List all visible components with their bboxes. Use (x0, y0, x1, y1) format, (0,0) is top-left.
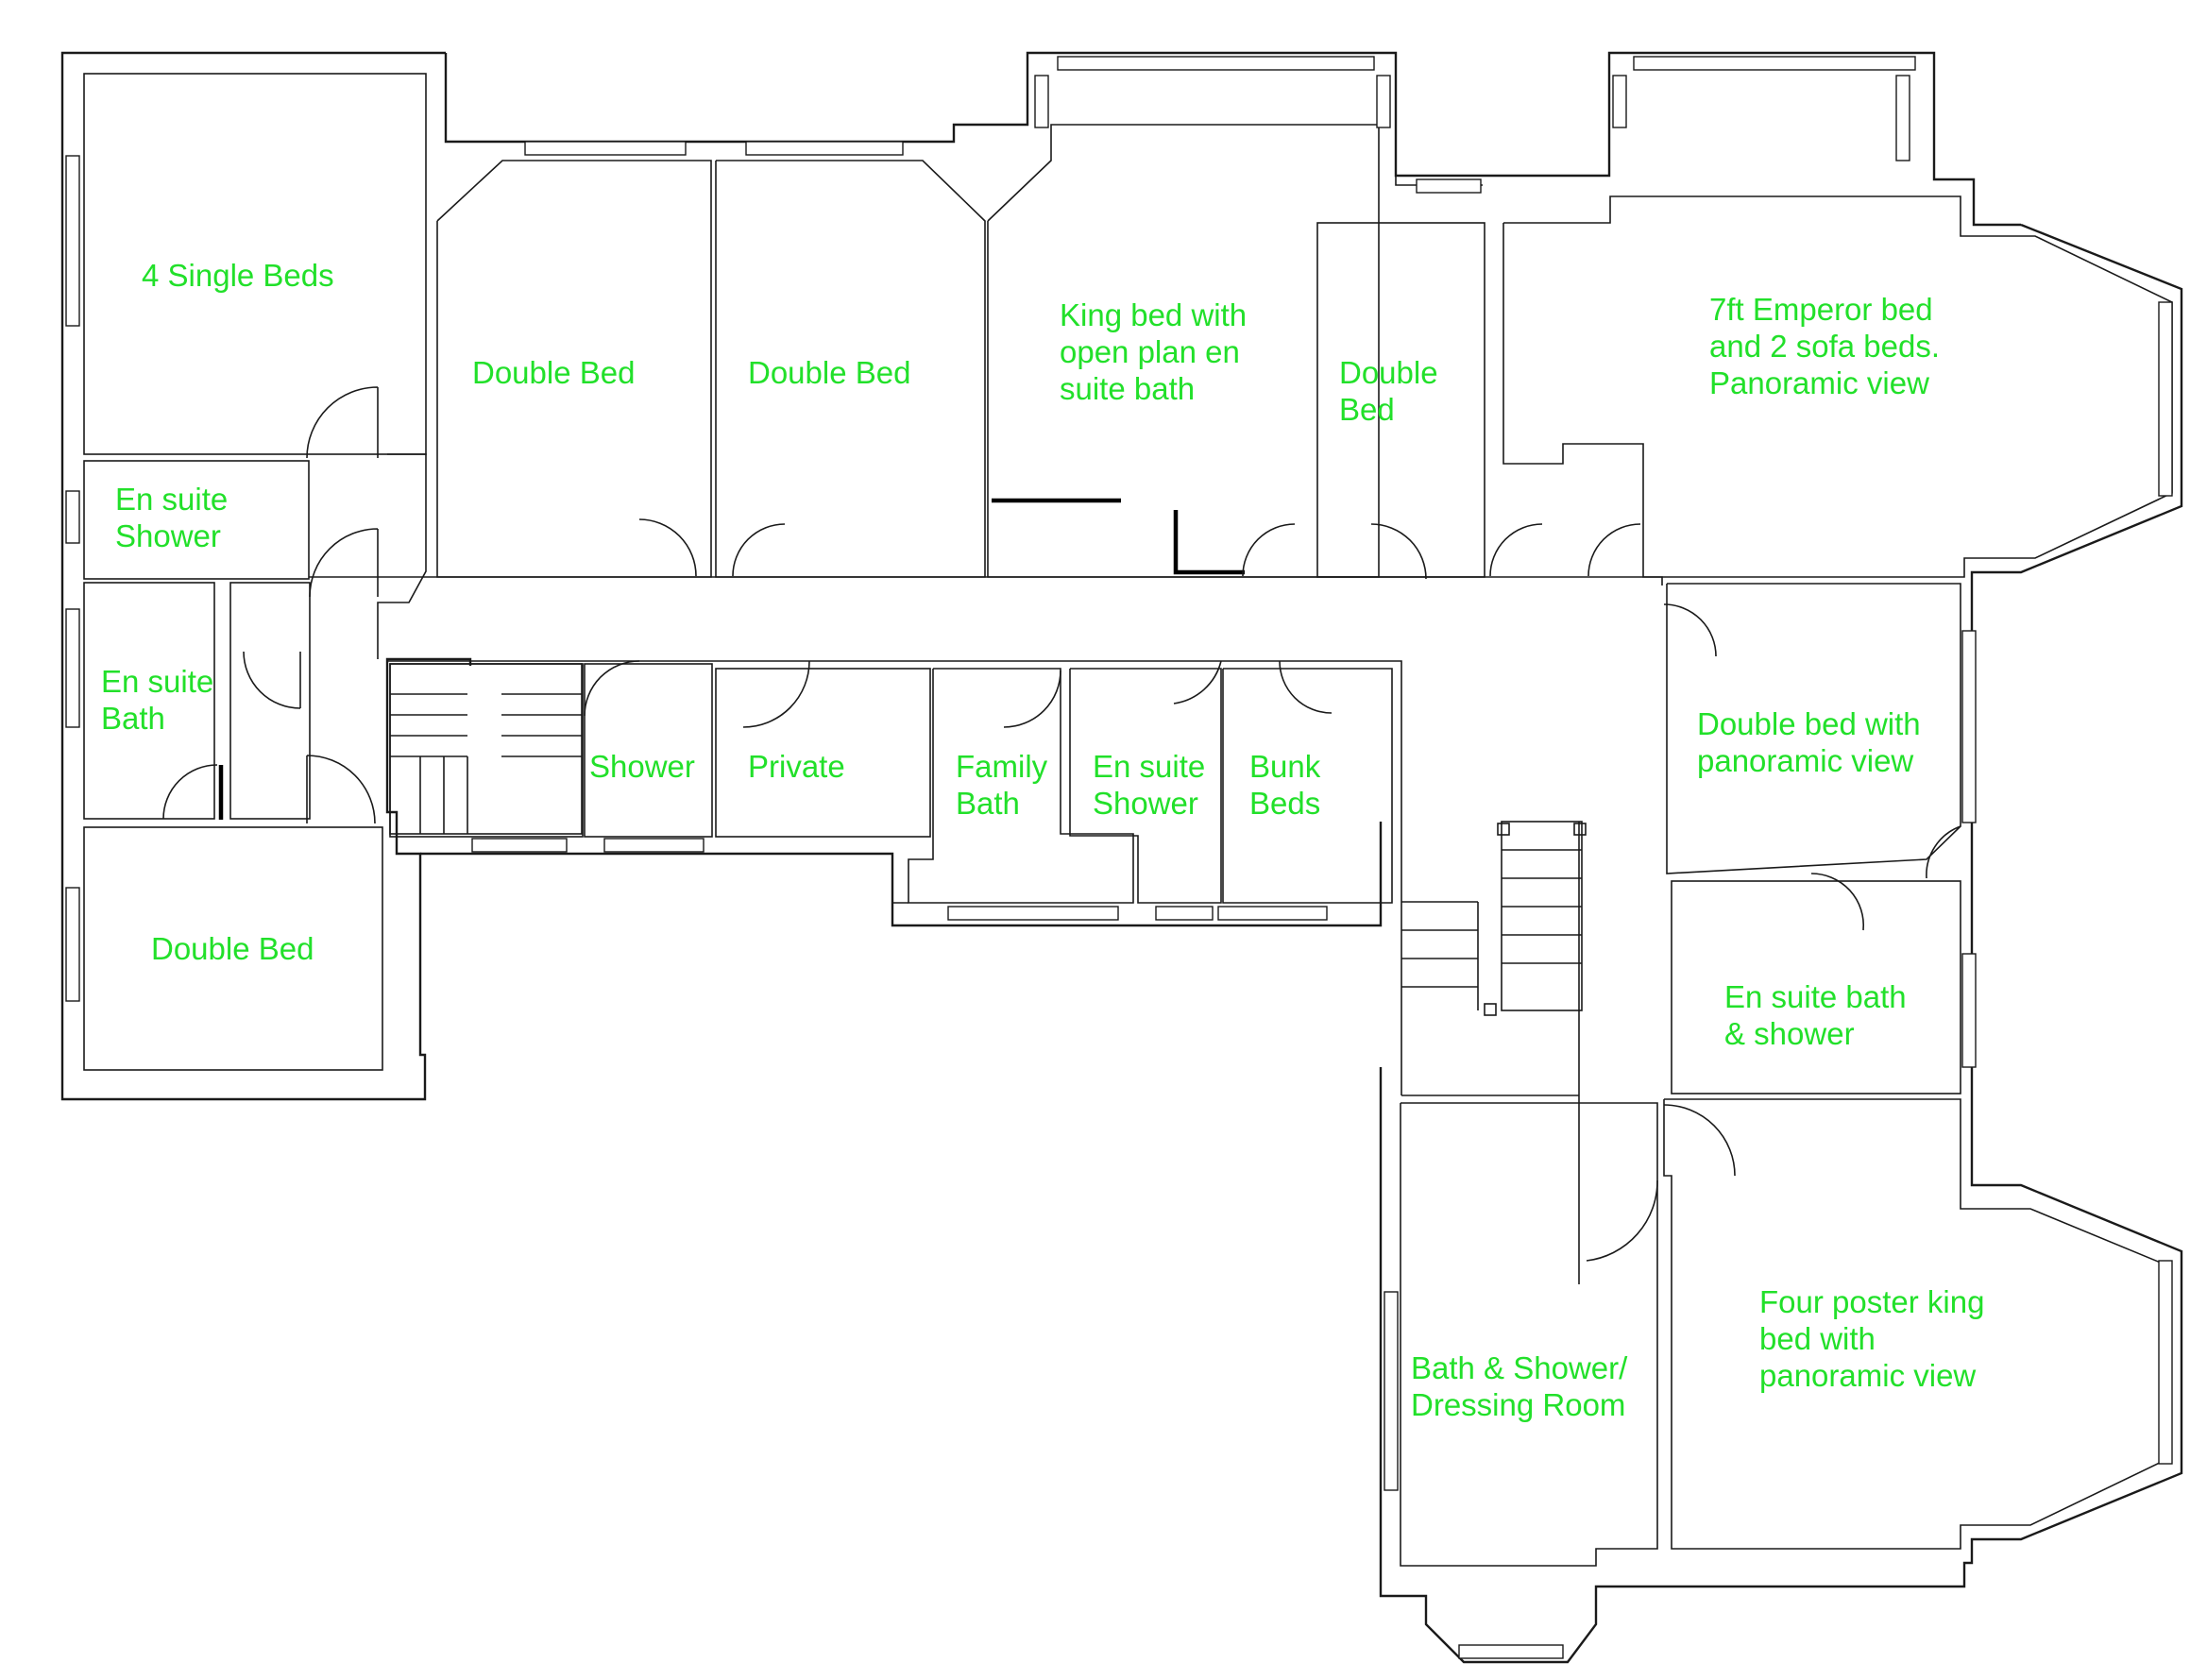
room-label-dressing-room: Bath & Shower/ Dressing Room (1411, 1350, 1636, 1422)
walls (60, 51, 2183, 1664)
room-label-en-suite-shower-1: En suite Shower (115, 482, 236, 553)
room-label-double-bed-2: Double Bed (748, 355, 910, 390)
room-label-emperor-bed: 7ft Emperor bed and 2 sofa beds. Panoram… (1709, 292, 1948, 400)
room-label-en-suite-bath-shower: En suite bath & shower (1724, 979, 1915, 1051)
doors (162, 386, 1961, 1262)
room-labels: 4 Single Beds Double Bed Double Bed King… (101, 258, 1994, 1422)
room-label-en-suite-shower-2: En suite Shower (1093, 749, 1214, 821)
windows (65, 56, 2173, 1659)
room-label-shower: Shower (589, 749, 695, 784)
room-label-bunk-beds: Bunk Beds (1249, 749, 1329, 821)
room-label-double-bed-4: Double Bed (151, 931, 314, 966)
room-label-4-single-beds: 4 Single Beds (142, 258, 334, 293)
room-label-double-bed-1: Double Bed (472, 355, 635, 390)
room-label-private: Private (748, 749, 845, 784)
room-label-en-suite-bath: En suite Bath (101, 664, 222, 736)
room-label-king-bed: King bed with open plan en suite bath (1060, 297, 1255, 406)
room-label-family-bath: Family Bath (956, 749, 1056, 821)
room-label-double-bed-3: Double Bed (1339, 355, 1447, 427)
room-label-four-poster: Four poster king bed with panoramic view (1759, 1284, 1994, 1393)
stairs (389, 663, 1587, 1284)
room-label-double-bed-panoramic: Double bed with panoramic view (1697, 706, 1929, 778)
